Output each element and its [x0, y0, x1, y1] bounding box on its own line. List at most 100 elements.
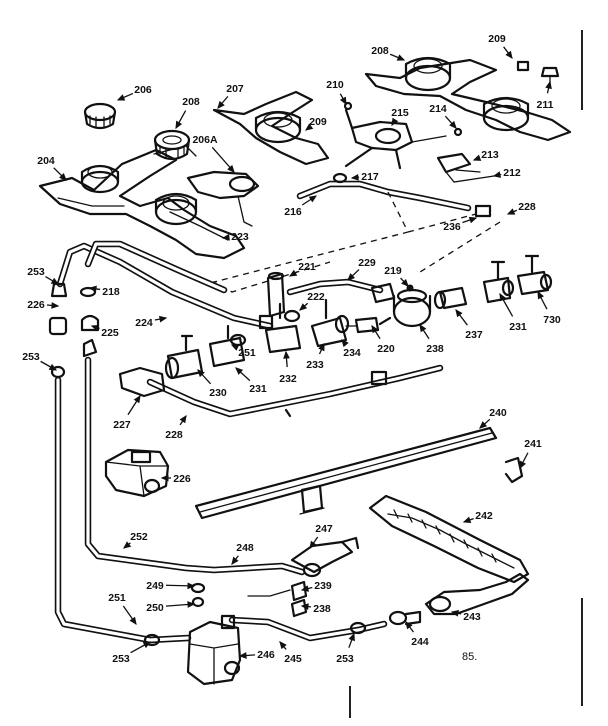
leader-arrowhead-c253d	[348, 632, 355, 642]
thermostat-valve-238	[378, 284, 432, 328]
leader-arrowhead-c208b	[396, 54, 406, 61]
callout-label-c206a: 206A	[192, 134, 218, 146]
leader-arrowhead-c251b	[129, 616, 137, 626]
callout-label-c237: 237	[465, 329, 483, 341]
callout-label-c240: 240	[489, 407, 507, 419]
clip-241	[504, 456, 524, 484]
leader-arrowhead-c231a	[499, 292, 507, 302]
leader-arrowhead-c228b	[179, 414, 187, 424]
callout-label-c229: 229	[358, 257, 376, 269]
callout-label-c227: 227	[113, 419, 131, 431]
leader-arrowhead-c221	[288, 269, 298, 277]
leader-arrowhead-c241	[519, 460, 526, 470]
leader-arrowhead-c250	[187, 601, 196, 608]
screw-209-211	[516, 60, 560, 85]
burner-tube-224	[56, 242, 274, 330]
callout-label-c209: 209	[488, 33, 506, 45]
leader-arrowhead-c233	[318, 342, 325, 352]
callout-label-c247: 247	[315, 523, 333, 535]
callout-label-c248: 248	[236, 542, 254, 554]
pressure-regulator-226	[104, 448, 170, 498]
tube-252	[84, 356, 306, 576]
manifold-tube-216-217	[296, 172, 492, 218]
leader-arrowhead-c216	[308, 195, 318, 203]
leader-arrowhead-c217	[350, 173, 359, 181]
callout-label-c233: 233	[306, 359, 324, 371]
leader-arrowhead-c228	[506, 208, 516, 215]
callout-label-c251: 251	[238, 347, 256, 359]
leader-arrowhead-c252	[123, 541, 132, 549]
callout-label-c208a: 208	[182, 96, 200, 108]
burner-tube-223	[84, 240, 228, 294]
callout-label-c211: 211	[537, 99, 554, 111]
callout-label-c245: 245	[284, 653, 302, 665]
fitting-220-234	[345, 316, 380, 334]
fitting-253	[50, 365, 367, 647]
leader-arrowhead-c214	[449, 120, 457, 129]
callout-label-c251b: 251	[108, 592, 126, 604]
leader-arrowhead-c209	[505, 50, 513, 60]
leader-arrowhead-c224	[159, 315, 168, 323]
leader-arrowhead-c240	[479, 421, 488, 429]
leader-arrowhead-c239	[300, 585, 310, 592]
broil-burner-243	[424, 572, 530, 616]
callout-label-c219: 219	[384, 265, 402, 277]
callout-label-c207: 207	[226, 83, 244, 95]
leader-arrowhead-c244	[405, 620, 413, 630]
callout-label-c222: 222	[307, 291, 325, 303]
leader-arrowhead-c231b	[235, 367, 244, 375]
callout-label-c238b: 238	[313, 603, 331, 615]
callout-label-c249: 249	[146, 580, 164, 592]
valve-730	[516, 254, 553, 296]
manifold-pipe-228	[118, 364, 444, 418]
callout-label-c250: 250	[146, 602, 164, 614]
callout-label-c239: 239	[314, 580, 332, 592]
leader-arrowhead-c215	[391, 117, 399, 127]
burner-left-rear	[154, 192, 198, 226]
callout-label-c234: 234	[343, 347, 361, 359]
leader-arrowhead-c206a	[227, 164, 235, 173]
leader-arrowhead-c253b	[48, 363, 58, 371]
callout-label-c215: 215	[391, 107, 409, 119]
callout-label-c204: 204	[37, 155, 55, 167]
rail-240	[194, 426, 498, 520]
leader-arrowhead-c219	[401, 278, 409, 287]
leader-arrowhead-c210	[339, 96, 347, 106]
callout-label-c253b: 253	[22, 351, 40, 363]
tube-250	[54, 376, 192, 644]
valve-230	[164, 334, 204, 380]
burner-cap-208	[153, 129, 191, 161]
callout-label-c212: 212	[503, 167, 521, 179]
leader-arrowhead-c242	[462, 516, 472, 524]
orifice-bracket-206a	[186, 170, 260, 227]
fitting-226-218	[48, 282, 100, 358]
callout-label-c209b: 209	[309, 116, 327, 128]
leader-arrowhead-c213	[472, 154, 482, 161]
callout-label-c242: 242	[475, 510, 493, 522]
callout-label-c232: 232	[279, 373, 297, 385]
callout-label-c220: 220	[377, 343, 395, 355]
leader-arrowhead-c249	[187, 582, 196, 590]
leader-arrowhead-c234	[341, 339, 349, 348]
leader-arrowhead-c223	[221, 233, 230, 241]
callout-leaders	[40, 46, 552, 659]
callout-label-c230: 230	[209, 387, 227, 399]
leader-arrowhead-c247	[309, 540, 317, 550]
burner-bracket-center	[212, 90, 330, 166]
leader-arrowhead-c226b	[160, 474, 169, 482]
leader-arrowhead-c253a	[50, 277, 60, 285]
leader-arrowhead-c246	[238, 652, 247, 659]
callout-label-c244: 244	[411, 636, 429, 648]
spark-switch-213	[436, 152, 495, 183]
leader-arrowhead-c238b	[300, 603, 309, 610]
leader-arrowhead-c238	[419, 323, 427, 333]
leader-arrowhead-c220	[371, 324, 379, 334]
leader-arrowhead-c237	[455, 308, 463, 318]
callout-label-c231b: 231	[249, 383, 267, 395]
callout-label-c228: 228	[518, 201, 536, 213]
callout-label-c210: 210	[326, 79, 344, 91]
leader-arrowhead-c222	[299, 303, 308, 311]
leader-arrowhead-c230	[197, 369, 205, 378]
callout-label-c226a: 226	[27, 299, 45, 311]
callout-label-c730: 730	[543, 314, 561, 326]
